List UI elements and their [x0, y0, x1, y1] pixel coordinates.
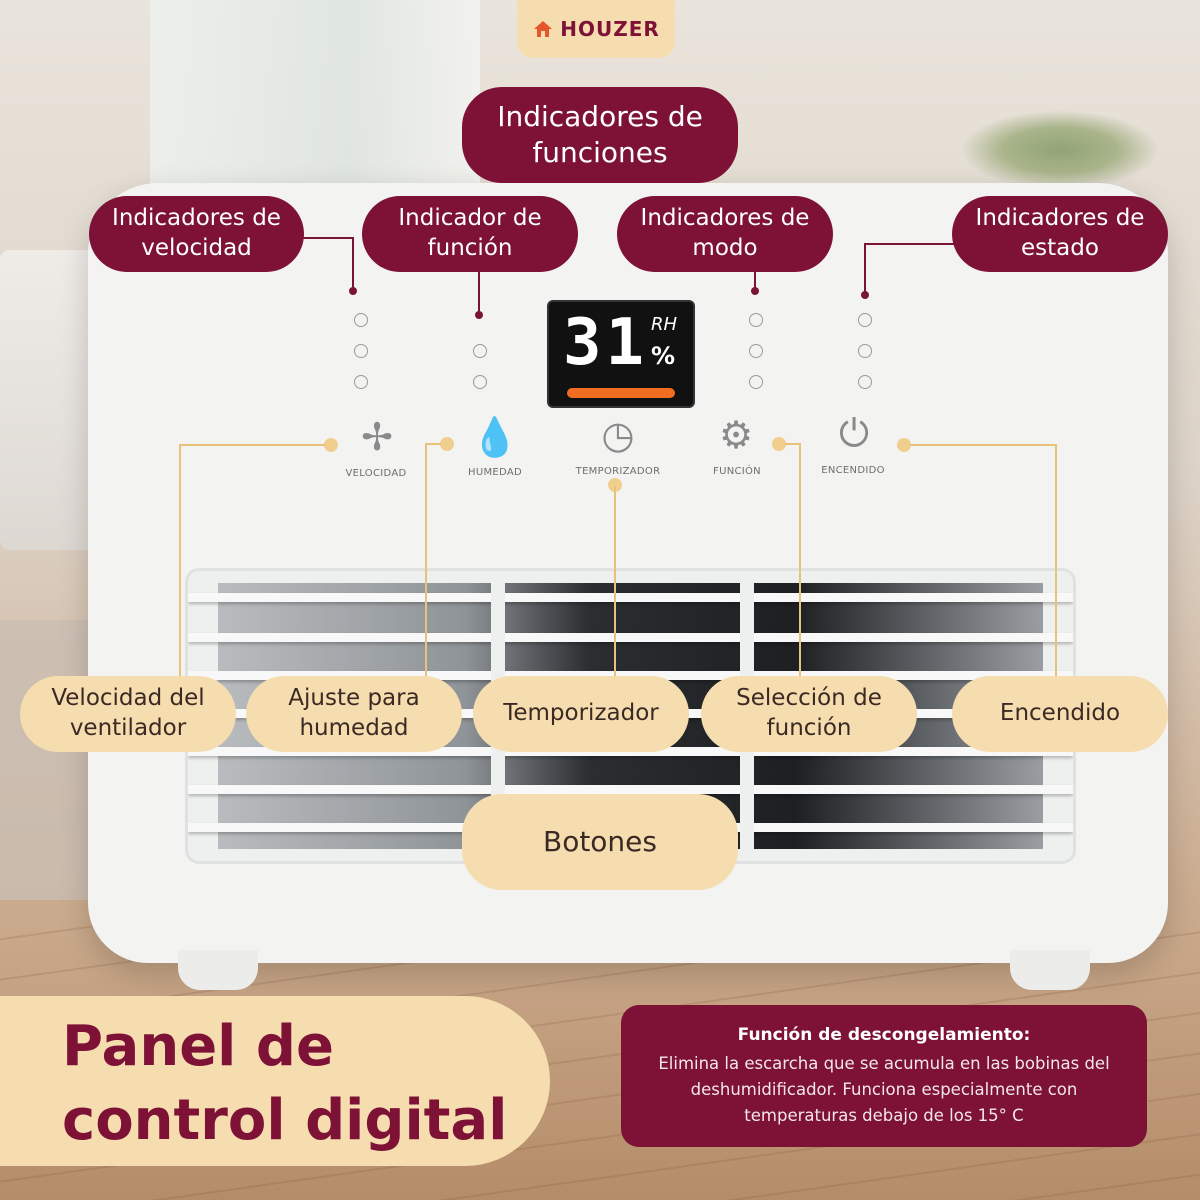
grille-slat — [188, 671, 1073, 680]
humidity-unit-rh: RH — [651, 314, 678, 335]
speed-indicator-icon — [354, 375, 368, 389]
background-plant — [960, 110, 1160, 190]
callout-encendido: Encendido — [952, 676, 1168, 752]
callout-indicador-funcion: Indicador de función — [362, 196, 578, 272]
connector-line — [179, 444, 181, 680]
grille-slat — [188, 593, 1073, 602]
connector-line — [300, 237, 353, 239]
connector-dot — [349, 287, 357, 295]
connector-line — [910, 444, 1056, 446]
connector-line — [799, 443, 801, 680]
device-foot-right — [1010, 950, 1090, 990]
connector-line — [614, 486, 616, 676]
connector-line — [425, 443, 427, 680]
button-label-funcion: FUNCIÓN — [713, 466, 761, 477]
connector-line — [785, 443, 801, 445]
defrost-note-title: Función de descongelamiento: — [737, 1025, 1031, 1045]
mode-indicator-icon — [749, 375, 763, 389]
connector-dot — [608, 478, 622, 492]
connector-dot — [324, 438, 338, 452]
speed-indicator-icon — [354, 344, 368, 358]
function-indicator-icon — [473, 344, 487, 358]
button-label-humedad: HUMEDAD — [468, 467, 522, 478]
callout-indicadores-modo: Indicadores de modo — [617, 196, 833, 272]
connector-line — [754, 272, 756, 288]
connector-line — [864, 243, 954, 245]
callout-indicadores-funciones: Indicadores de funciones — [462, 87, 738, 183]
power-icon[interactable]: ⏻ — [838, 411, 870, 455]
function-indicator-icon — [473, 375, 487, 389]
title-line-1: Panel de — [62, 1014, 334, 1079]
callout-temporizador: Temporizador — [473, 676, 689, 752]
status-indicator-icon — [858, 313, 872, 327]
connector-dot — [751, 287, 759, 295]
callout-velocidad-ventilador: Velocidad del ventilador — [20, 676, 236, 752]
button-label-velocidad: VELOCIDAD — [345, 468, 407, 479]
gear-icon[interactable]: ⚙ — [718, 413, 754, 457]
connector-line — [352, 237, 354, 289]
callout-botones: Botones — [462, 794, 738, 890]
connector-line — [425, 443, 441, 445]
speed-indicator-icon — [354, 313, 368, 327]
connector-dot — [440, 437, 454, 451]
water-drops-icon[interactable]: 💧 — [471, 415, 519, 459]
callout-ajuste-humedad: Ajuste para humedad — [246, 676, 462, 752]
callout-indicadores-estado: Indicadores de estado — [952, 196, 1168, 272]
display-status-bar — [567, 388, 675, 398]
title-panel — [0, 996, 550, 1166]
house-icon — [534, 21, 553, 37]
connector-line — [864, 243, 866, 293]
connector-dot — [861, 291, 869, 299]
status-indicator-icon — [858, 344, 872, 358]
humidity-unit-percent: % — [651, 342, 676, 370]
connector-line — [478, 272, 480, 312]
callout-seleccion-funcion: Selección de función — [701, 676, 917, 752]
page-title: Panel de control digital — [62, 1010, 507, 1158]
mode-indicator-icon — [749, 313, 763, 327]
connector-dot — [772, 437, 786, 451]
status-indicator-icon — [858, 375, 872, 389]
humidity-value: 31 — [563, 306, 649, 380]
grille-slat — [188, 633, 1073, 642]
fan-icon[interactable]: ✢ — [361, 415, 393, 459]
device-foot-left — [178, 950, 258, 990]
callout-indicadores-velocidad: Indicadores de velocidad — [89, 196, 304, 272]
grille-slat — [188, 785, 1073, 794]
title-line-2: control digital — [62, 1088, 508, 1153]
connector-line — [1055, 444, 1057, 680]
connector-dot — [475, 311, 483, 319]
timer-clock-icon[interactable]: ◷ — [601, 413, 635, 457]
defrost-note: Función de descongelamiento: Elimina la … — [621, 1005, 1147, 1147]
button-label-temporizador: TEMPORIZADOR — [575, 466, 661, 477]
brand-logo: HOUZER — [517, 0, 675, 58]
mode-indicator-icon — [749, 344, 763, 358]
defrost-note-body: Elimina la escarcha que se acumula en la… — [658, 1054, 1110, 1125]
brand-name: HOUZER — [560, 17, 660, 41]
connector-dot — [897, 438, 911, 452]
humidity-display: 31 RH % — [547, 300, 695, 408]
button-label-encendido: ENCENDIDO — [821, 465, 885, 476]
connector-line — [179, 444, 325, 446]
